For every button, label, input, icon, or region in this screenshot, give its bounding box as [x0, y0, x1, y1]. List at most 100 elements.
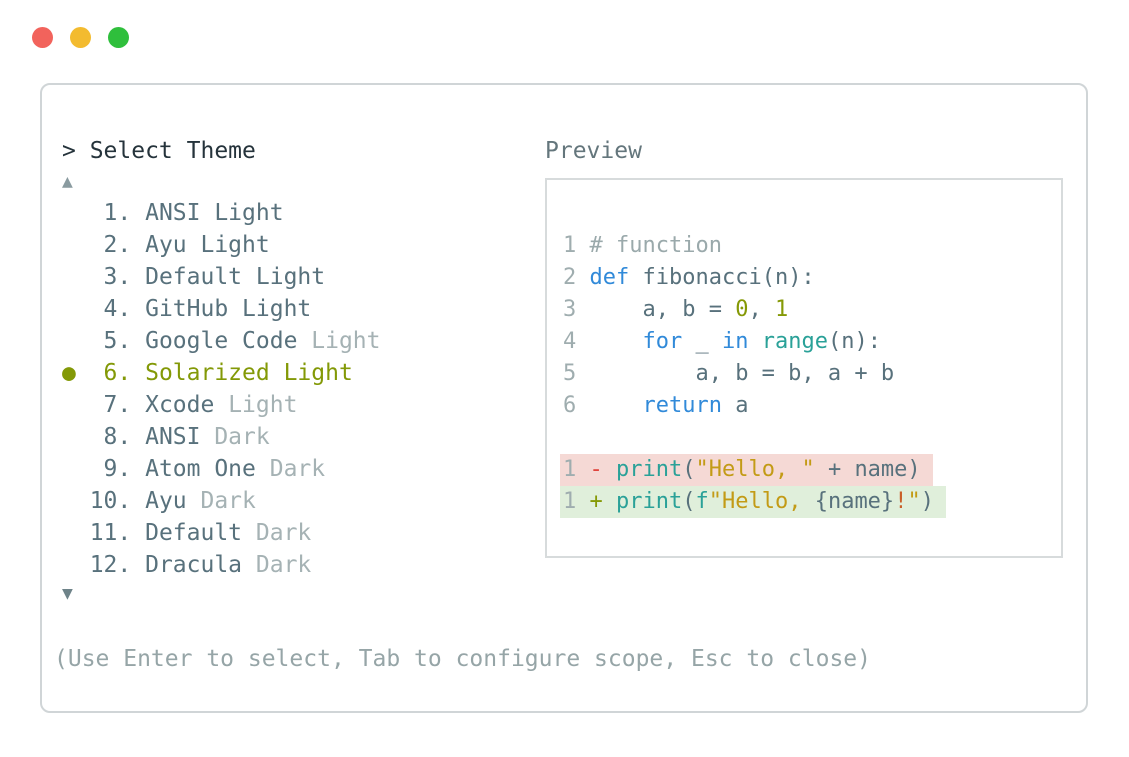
bullet-placeholder [62, 456, 90, 482]
code-token: {name} [814, 489, 895, 514]
line-number: 4 [563, 329, 590, 354]
theme-item-variant: Light [228, 296, 312, 322]
theme-item-name: Dracula [145, 552, 243, 578]
line-number: 1 [563, 489, 590, 514]
theme-item-8[interactable]: 8. ANSI Dark [62, 421, 381, 453]
theme-item-variant: Dark [242, 552, 312, 578]
theme-item-9[interactable]: 9. Atom One Dark [62, 453, 381, 485]
code-token: - [589, 457, 616, 482]
theme-item-2[interactable]: 2. Ayu Light [62, 229, 381, 261]
theme-item-name: Ayu [145, 488, 187, 514]
theme-list: 1. ANSI Light 2. Ayu Light 3. Default Li… [62, 197, 381, 581]
theme-item-7[interactable]: 7. Xcode Light [62, 389, 381, 421]
code-token: fibonacci(n): [629, 265, 815, 290]
line-number: 1 [563, 457, 590, 482]
bullet-placeholder [62, 328, 90, 354]
theme-item-variant: Light [242, 264, 326, 290]
line-number: 1 [563, 233, 590, 258]
code-token: "Hello, " [695, 457, 815, 482]
theme-item-4[interactable]: 4. GitHub Light [62, 293, 381, 325]
theme-item-5[interactable]: 5. Google Code Light [62, 325, 381, 357]
code-token: a [721, 393, 749, 418]
code-token: range [761, 329, 828, 354]
theme-item-number: 2. [89, 232, 146, 258]
code-token: ( [682, 489, 696, 514]
theme-item-variant: Light [200, 200, 284, 226]
bullet-placeholder [62, 232, 90, 258]
theme-item-name: Atom One [145, 456, 256, 482]
code-token: print [616, 457, 683, 482]
bullet-placeholder [62, 520, 90, 546]
bullet-placeholder [62, 392, 90, 418]
code-token [590, 329, 643, 354]
code-line: 3 a, b = 0, 1 [563, 294, 946, 326]
help-text: (Use Enter to select, Tab to configure s… [54, 646, 871, 672]
code-token [590, 393, 643, 418]
bullet-placeholder [62, 424, 90, 450]
selected-bullet-icon: ● [62, 360, 90, 386]
theme-item-11[interactable]: 11. Default Dark [62, 517, 381, 549]
theme-item-name: ANSI [145, 200, 201, 226]
code-line: 5 a, b = b, a + b [563, 358, 946, 390]
theme-item-name: Default [145, 520, 243, 546]
code-token: _ [682, 329, 722, 354]
theme-item-name: Solarized [145, 360, 270, 386]
code-token: in [721, 329, 749, 354]
picker-title: > Select Theme [62, 138, 256, 164]
theme-item-6[interactable]: ● 6. Solarized Light [62, 357, 381, 389]
theme-item-number: 4. [89, 296, 146, 322]
scroll-up-icon[interactable]: ▲ [62, 171, 73, 192]
theme-item-1[interactable]: 1. ANSI Light [62, 197, 381, 229]
theme-item-variant: Dark [255, 456, 326, 482]
line-number: 5 [563, 361, 590, 386]
code-line: 6 return a [563, 390, 946, 422]
blank-line [563, 422, 946, 454]
theme-item-name: Xcode [145, 392, 215, 418]
theme-item-number: 1. [89, 200, 146, 226]
code-token: " [907, 489, 921, 514]
theme-item-3[interactable]: 3. Default Light [62, 261, 381, 293]
diff-highlight-added: 1 + print(f"Hello, {name}!") [560, 486, 946, 518]
theme-item-variant: Light [186, 232, 270, 258]
close-button[interactable] [32, 27, 53, 48]
code-token: f [695, 489, 709, 514]
diff-line-added: 1 + print(f"Hello, {name}!") [560, 486, 946, 518]
theme-item-number: 9. [89, 456, 146, 482]
bullet-placeholder [62, 488, 90, 514]
theme-item-variant: Dark [242, 520, 312, 546]
line-number: 6 [563, 393, 590, 418]
code-token: for [642, 329, 683, 354]
bullet-placeholder [62, 296, 90, 322]
code-token: ! [894, 489, 908, 514]
theme-item-number: 6. [89, 360, 146, 386]
theme-picker-window: > Select Theme Preview ▲ 1. ANSI Light 2… [40, 83, 1088, 713]
code-token: "Hello, [708, 489, 815, 514]
theme-item-variant: Dark [200, 424, 270, 450]
theme-item-name: GitHub [145, 296, 229, 322]
theme-item-number: 8. [89, 424, 146, 450]
scroll-down-icon[interactable]: ▼ [62, 583, 73, 604]
theme-item-variant: Light [297, 328, 381, 354]
code-token: print [616, 489, 683, 514]
theme-item-number: 12. [89, 552, 146, 578]
zoom-button[interactable] [108, 27, 129, 48]
theme-item-variant: Light [269, 360, 353, 386]
preview-label: Preview [545, 138, 642, 164]
code-token: # function [589, 233, 722, 258]
diff-highlight-removed: 1 - print("Hello, " + name) [560, 454, 933, 486]
bullet-placeholder [62, 552, 90, 578]
minimize-button[interactable] [70, 27, 91, 48]
theme-item-name: ANSI [145, 424, 201, 450]
code-token: + name) [814, 457, 921, 482]
theme-item-10[interactable]: 10. Ayu Dark [62, 485, 381, 517]
code-token: a, b = [589, 297, 736, 322]
code-token: def [589, 265, 630, 290]
theme-item-name: Google Code [145, 328, 298, 354]
theme-item-12[interactable]: 12. Dracula Dark [62, 549, 381, 581]
theme-item-number: 11. [89, 520, 146, 546]
theme-item-number: 3. [89, 264, 146, 290]
window-controls [32, 27, 129, 48]
theme-item-name: Default [145, 264, 243, 290]
